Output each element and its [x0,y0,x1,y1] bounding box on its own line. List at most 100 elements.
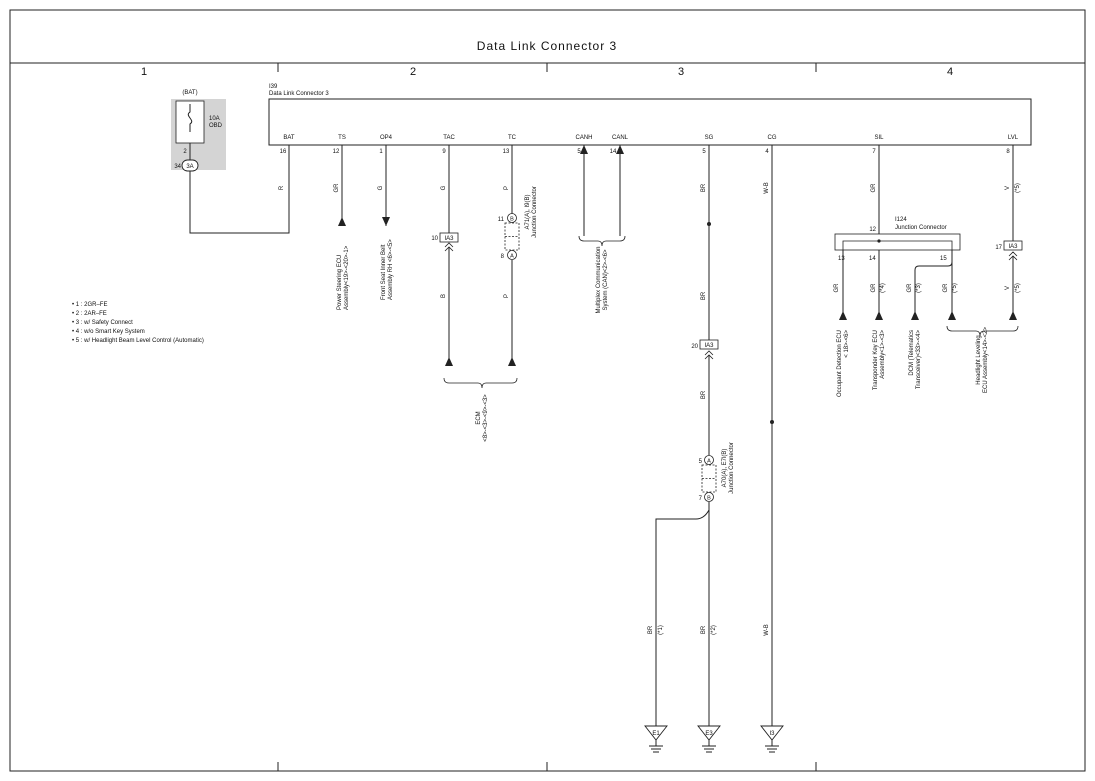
svg-text:Assembly<19>-<20>-1>: Assembly<19>-<20>-1> [344,245,350,310]
svg-text:I124: I124 [895,217,907,223]
svg-text:GR: GR [871,283,877,293]
svg-text:B: B [510,217,514,223]
svg-text:GR: GR [834,283,840,293]
dlc3-connector: I39 Data Link Connector 3 [268,84,1032,146]
svg-text:B: B [707,496,711,502]
svg-text:V: V [1005,286,1011,290]
svg-text:12: 12 [333,149,340,155]
svg-text:BR: BR [701,625,707,634]
svg-text:1: 1 [379,149,383,155]
svg-text:IA3: IA3 [444,236,454,242]
svg-text:(*3): (*3) [916,283,922,293]
svg-text:E3: E3 [705,731,713,737]
svg-text:CANL: CANL [612,135,629,141]
svg-text:5: 5 [702,149,706,155]
svg-text:V: V [1005,186,1011,190]
svg-text:A70(A), E7l(B): A70(A), E7l(B) [722,449,728,488]
svg-text:P: P [504,186,510,190]
svg-text:5: 5 [699,459,703,465]
svg-text:Occupant Detection ECU: Occupant Detection ECU [837,330,843,397]
fuse-symbol [187,104,193,132]
fuse-block: (BAT) 10A OBD 2 34 3A [171,90,226,172]
svg-text:4: 4 [765,149,769,155]
svg-text:34: 34 [174,164,181,170]
svg-text:Headlight Leveling: Headlight Leveling [976,335,982,384]
svg-text:Transponder Key ECU: Transponder Key ECU [873,330,879,390]
svg-text:5: 5 [577,149,581,155]
svg-text:10A: 10A [209,116,220,122]
svg-text:A: A [707,459,711,465]
svg-text:W-B: W-B [764,182,770,194]
svg-text:TAC: TAC [443,135,455,141]
svg-text:Assembly RH <6>-<5>: Assembly RH <6>-<5> [388,239,394,300]
svg-text:W-B: W-B [764,624,770,636]
column-number: 4 [947,66,953,78]
svg-text:11: 11 [498,217,505,223]
svg-text:A: A [510,254,514,260]
lvl-circuit: V (*5) 17 IA3 V (*5) Headlight Leveling … [946,145,1023,393]
svg-text:SG: SG [705,135,714,141]
svg-text:CANH: CANH [575,135,592,141]
svg-text:Front Seat Inner Belt: Front Seat Inner Belt [381,244,387,300]
svg-text:10: 10 [431,236,438,242]
svg-text:OBD: OBD [209,123,223,129]
svg-text:ECU Assembly<14>-<2>: ECU Assembly<14>-<2> [983,326,989,393]
svg-text:G: G [378,185,384,190]
svg-text:Junction Connector: Junction Connector [895,225,947,231]
svg-text:(*5): (*5) [1015,283,1021,293]
svg-text:BR: BR [701,291,707,300]
column-ticks [277,63,817,771]
svg-text:Multiplex Communication: Multiplex Communication [596,246,602,313]
ia3-connector-tac [439,232,459,243]
svg-text:R: R [279,185,285,190]
svg-text:• 2 : 2AR–FE: • 2 : 2AR–FE [72,311,107,317]
svg-text:GR: GR [334,183,340,193]
svg-text:BR: BR [701,183,707,192]
notes-legend: • 1 : 2GR–FE • 2 : 2AR–FE • 3 : w/ Safet… [72,302,204,344]
svg-text:B: B [441,294,447,298]
svg-text:<8>-<3>-<9>-<3>: <8>-<3>-<9>-<3> [483,394,489,442]
svg-text:TS: TS [338,135,346,141]
svg-text:• 1 : 2GR–FE: • 1 : 2GR–FE [72,302,107,308]
svg-text:3A: 3A [186,164,193,170]
splice-point [707,222,711,226]
svg-text:Junction Connector: Junction Connector [532,186,538,238]
svg-text:14: 14 [610,149,617,155]
diagram-title: Data Link Connector 3 [477,39,617,53]
cg-circuit: W-B [764,145,774,726]
tc-circuit: P 11 B 8 A A71(A), I9(B) Junction Connec… [498,145,538,366]
bat-wire [189,145,290,234]
ground-e3: BR (*2) E3 [697,625,721,753]
svg-text:GR: GR [871,183,877,193]
svg-text:20: 20 [691,344,698,350]
svg-text:13: 13 [503,149,510,155]
svg-text:DCM (Telematics: DCM (Telematics [909,330,915,376]
svg-text:I3: I3 [769,731,775,737]
svg-text:IA3: IA3 [704,343,714,349]
svg-text:Junction Connector: Junction Connector [729,442,735,494]
svg-text:(BAT): (BAT) [182,90,197,96]
svg-text:(*1): (*1) [658,625,664,635]
svg-text:CG: CG [768,135,777,141]
svg-text:13: 13 [838,256,845,262]
svg-text:IA3: IA3 [1008,244,1018,250]
svg-text:LVL: LVL [1008,135,1019,141]
svg-text:Assembly<1>-<3>: Assembly<1>-<3> [880,330,886,379]
sg-circuit: BR BR 20 IA3 BR 5 A 7 B A70(A), E7l(B) J… [655,145,735,726]
svg-text:< 18>-<6>: < 18>-<6> [844,330,850,358]
op4-circuit: G Front Seat Inner Belt Assembly RH <6>-… [378,145,394,300]
svg-text:• 5 : w/ Headlight Beam Level: • 5 : w/ Headlight Beam Level Control (A… [72,338,204,344]
svg-text:(*4): (*4) [880,283,886,293]
svg-text:17: 17 [995,245,1002,251]
i124-junction [834,233,961,251]
svg-text:System (CAN)<2>-<6>: System (CAN)<2>-<6> [603,249,609,311]
ia3-connector-sg [699,339,719,350]
svg-text:GR: GR [943,283,949,293]
svg-text:G: G [441,185,447,190]
sil-circuit: GR I124 Junction Connector 12 13 14 15 G… [834,145,961,397]
ground-i3: W-B I3 [760,624,784,753]
svg-text:SIL: SIL [874,135,884,141]
svg-text:7: 7 [699,496,703,502]
svg-text:(*2): (*2) [711,625,717,635]
svg-text:8: 8 [501,254,505,260]
